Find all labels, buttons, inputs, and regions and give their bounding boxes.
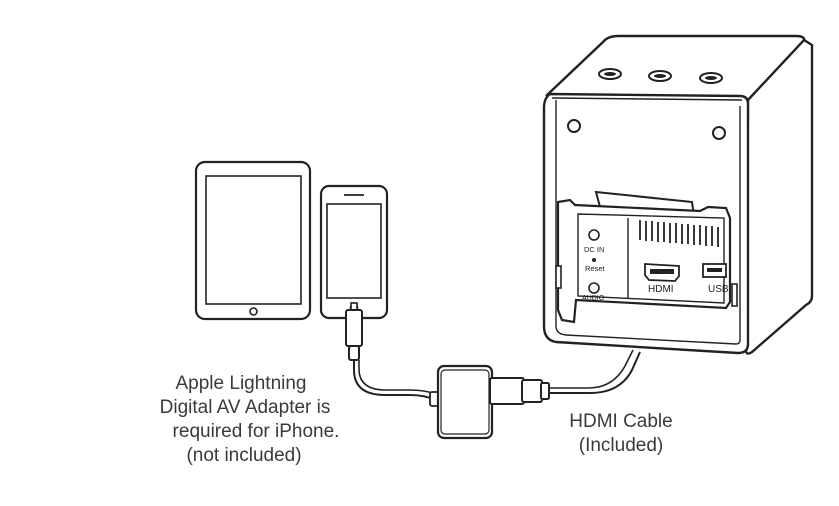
hdmi-caption-line: (Included) [578,435,664,456]
ipad-device [194,160,312,321]
adapter-cable [353,360,436,401]
port-label-audio: AUDIO [582,295,605,302]
adapter-caption-line: Digital AV Adapter is [159,397,331,418]
adapter-caption-line: required for iPhone. [172,421,340,442]
hdmi-caption-line: HDMI Cable [569,411,673,432]
port-panel [555,190,738,324]
screw-holes [567,119,726,140]
port-label-reset: Reset [585,264,606,273]
av-adapter [429,364,494,440]
hdmi-cable-caption: HDMI Cable (Included) [546,410,696,458]
lightning-connector [345,302,363,361]
hdmi-plug-adapter-end [489,377,550,405]
adapter-caption-line: Apple Lightning [175,373,307,394]
adapter-caption-line: (not included) [186,445,302,466]
adapter-caption: Apple Lightning Digital AV Adapter is re… [128,372,368,468]
hdmi-cable [549,351,641,394]
port-label-hdmi: HDMI [648,284,674,295]
port-label-usb: USB [708,284,729,295]
port-label-dc-in: DC IN [584,245,604,254]
iphone-device [319,184,389,320]
